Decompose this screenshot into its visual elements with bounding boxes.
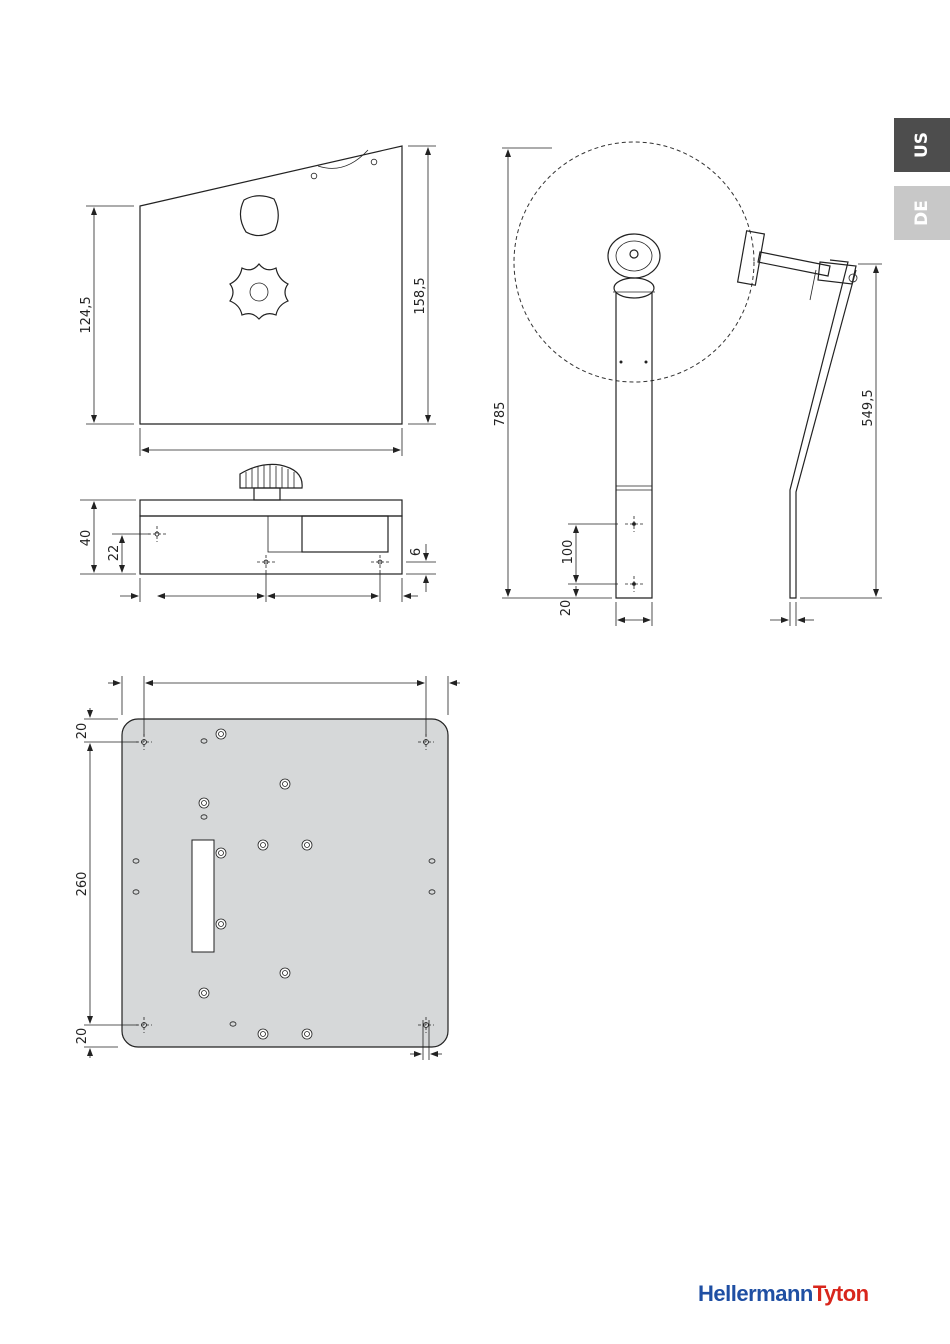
brand-logo-part1: Hellermann — [698, 1281, 813, 1306]
front-view-dimensions: 40 22 6 — [79, 500, 436, 602]
dim-stand-height: 785 — [493, 402, 508, 427]
dim-front-right: 6 — [409, 548, 424, 556]
dim-base-top: 20 — [75, 723, 90, 740]
dim-stand-arm: 549,5 — [861, 389, 876, 426]
dim-base-middle: 260 — [75, 872, 90, 897]
brand-logo-part2: Tyton — [813, 1281, 869, 1306]
stand-view — [514, 142, 857, 598]
dim-side-right: 158,5 — [413, 277, 428, 314]
stand-view-dimensions: 785 549,5 100 20 — [493, 148, 882, 626]
base-plate-view — [122, 719, 448, 1047]
dim-side-left: 124,5 — [79, 296, 94, 333]
dim-stand-bottom: 20 — [559, 600, 574, 617]
brand-logo: HellermannTyton — [698, 1281, 869, 1307]
dim-front-height: 40 — [79, 530, 94, 547]
dim-base-bottom: 20 — [75, 1028, 90, 1045]
dim-front-inner: 22 — [107, 545, 122, 562]
front-view — [140, 464, 402, 574]
dim-stand-holes: 100 — [561, 540, 576, 565]
side-view — [140, 146, 402, 424]
